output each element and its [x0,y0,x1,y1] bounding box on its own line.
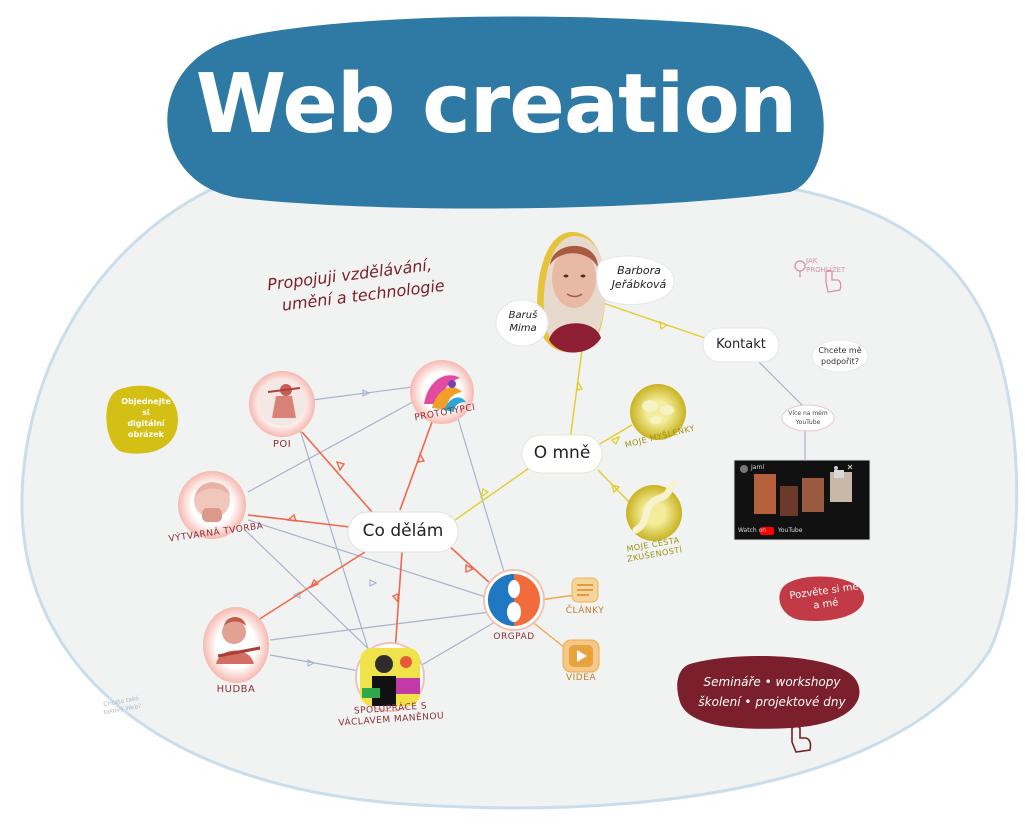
node-kontakt-label: Kontakt [716,337,766,352]
topic-spoluprace[interactable] [355,642,425,712]
seminare-line2: školení • projektové dny [698,695,846,709]
jak-prohlizet-hint[interactable] [794,260,806,277]
chcete-podporit-text: Chcete mě podpořit? [810,345,870,367]
objednejte-text: Objednejte si digitální obrázek [108,396,184,440]
jak-prohlizet-text: JAK PROHLÍŽET [806,257,856,275]
jak-line1: JAK [806,257,818,265]
profile-photo[interactable] [537,232,606,353]
objednejte-line1: Objednejte [121,397,171,406]
chcete-podporit-badge[interactable] [811,339,869,373]
name-badge [596,255,675,306]
edges-yellow [454,301,706,521]
video-platform-text: YouTube [777,527,803,534]
youtube-badge[interactable] [781,404,835,432]
youtube-line1: Více na mém [788,410,828,417]
name-line2: Jeřábková [611,278,667,291]
topic-clanky[interactable] [571,577,599,603]
topic-vytvarna[interactable] [178,471,246,539]
youtube-line2: YouTube [795,419,821,426]
edges-gray [244,357,806,673]
jak-line2: PROHLÍŽET [806,266,846,274]
topic-orgpad[interactable] [483,569,545,631]
topic-videa[interactable] [562,639,600,673]
name-line1: Barbora [617,264,661,277]
node-co-delam-label: Co dělám [362,521,444,541]
label-poi: POI [272,439,292,450]
pointer-hand-icon-bottom [791,725,812,753]
edge-arrows-red [286,452,475,604]
pozvete-badge[interactable] [779,576,865,621]
topic-cesta[interactable] [626,480,682,541]
edges-orange [529,594,576,649]
objednejte-line4: obrázek [128,430,164,439]
objednejte-line2: si [142,408,150,417]
nickname-line1: Baruš [508,310,538,321]
node-o-mne[interactable] [521,434,603,474]
label-orgpad: ORGPAD [493,632,535,642]
name-badge-text: Barbora Jeřábková [604,264,674,292]
nickname-badge-text: Baruš Mima [498,309,548,335]
edge-arrows-gray [292,389,378,667]
objednejte-badge[interactable] [106,385,178,454]
topic-prototypy[interactable] [410,360,474,424]
video-watch-label: Watch on YouTube [738,527,802,534]
nickname-badge [495,299,549,347]
topic-myslenky[interactable] [630,384,686,440]
video-channel-name: Jarní [751,464,765,471]
node-o-mne-label: O mně [533,443,591,463]
title-banner [167,16,824,209]
seminare-line1: Semináře • workshopy [703,675,841,689]
node-co-delam[interactable] [347,511,459,553]
topic-hudba[interactable] [203,607,269,683]
label-videa: VIDEA [565,673,597,683]
topic-poi[interactable] [249,371,315,437]
video-watch-text: Watch on [738,527,767,534]
youtube-video-embed[interactable] [733,459,871,541]
chcete-line1: Chcete mě [818,346,862,355]
nickname-line2: Mima [509,323,537,334]
edge-arrows-yellow [479,320,669,499]
node-kontakt[interactable] [702,327,780,363]
label-hudba: HUDBA [216,684,256,695]
label-clanky: ČLÁNKY [565,606,605,616]
pointer-hand-icon [825,269,842,293]
youtube-text: Více na mém YouTube [782,409,834,427]
chcete-line2: podpořit? [821,357,859,366]
seminare-text: Semináře • workshopy školení • projektov… [684,672,860,712]
seminare-badge[interactable] [677,656,860,729]
objednejte-line3: digitální [127,419,165,428]
page-title: Web creation [195,57,797,152]
